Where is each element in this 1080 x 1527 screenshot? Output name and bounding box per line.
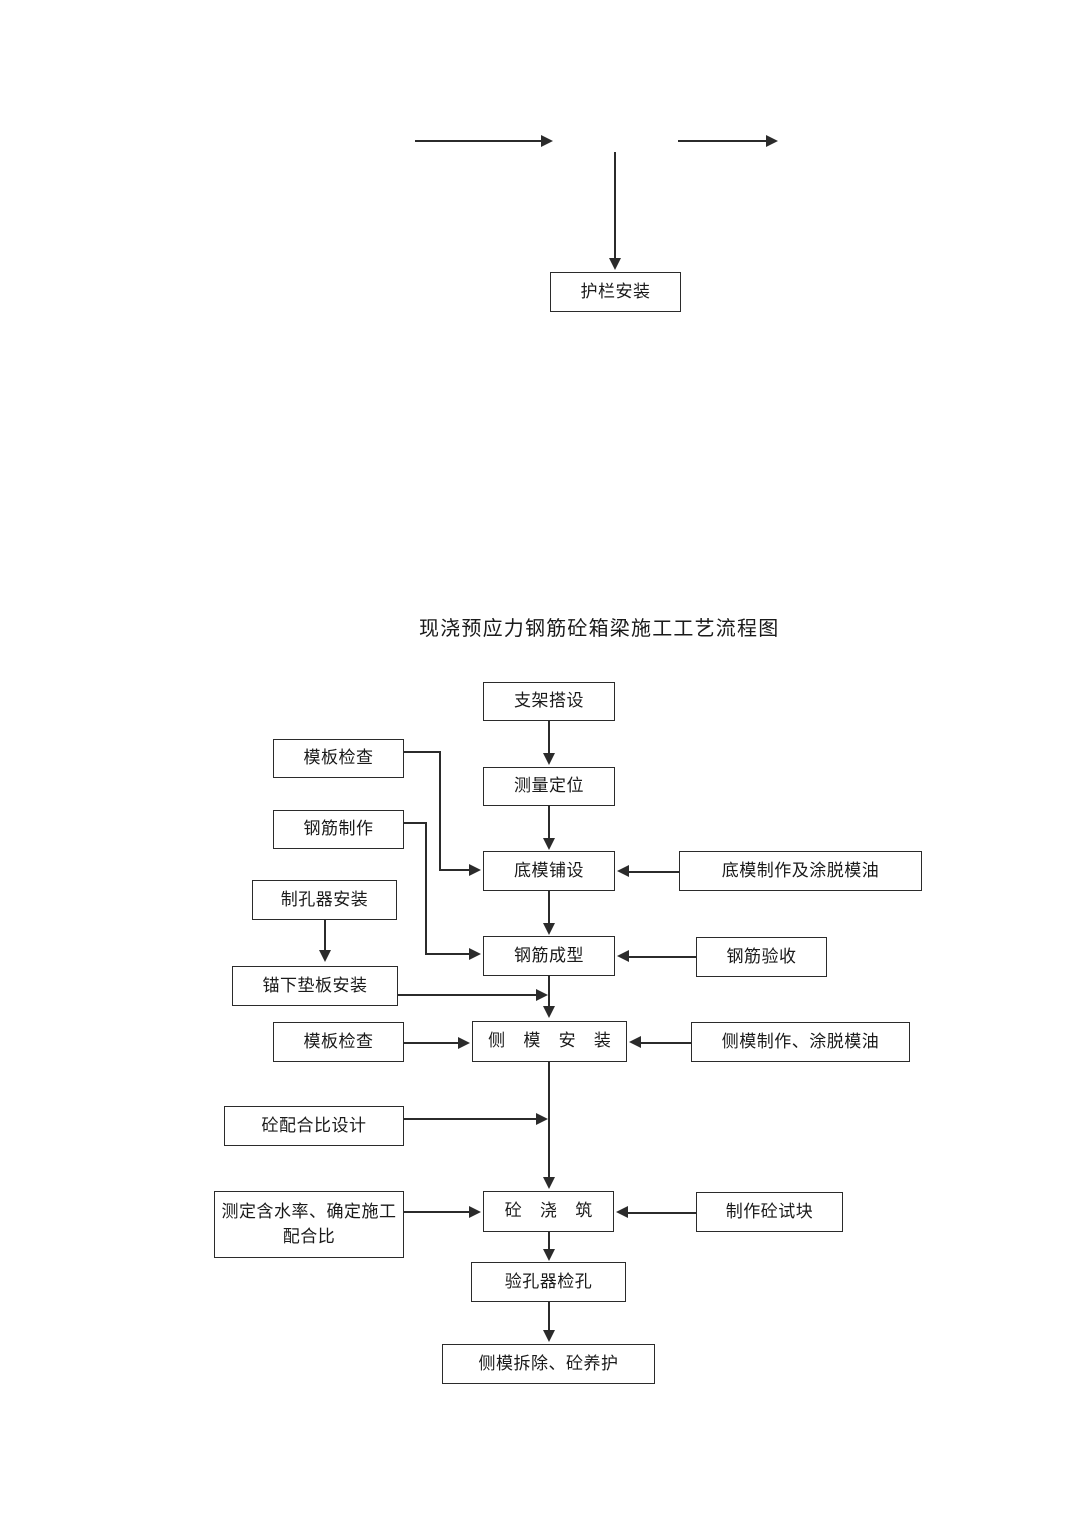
edge-pour-to-holecheck-head [542,1249,555,1261]
edge-rebarfab-seg-h1 [404,822,427,824]
edge-anchor-to-spine-head [536,989,548,1001]
edge-holecheck-to-strip-shaft [548,1302,550,1332]
node-concrete-pour[interactable]: 砼 浇 筑 [483,1191,614,1232]
edge-holeformer-to-anchor-head [318,950,331,962]
edge-moisture-to-pour-shaft [404,1211,471,1213]
node-survey-setout[interactable]: 测量定位 [483,767,615,806]
node-bottom-form-lay[interactable]: 底模铺设 [483,851,615,891]
edge-samples-shaft [628,1212,698,1214]
edge-check1-seg-v [439,751,441,870]
node-strip-and-cure[interactable]: 侧模拆除、砼养护 [442,1344,655,1384]
edge-bottomformmake-head [617,865,629,877]
top-arrow-right-shaft [678,140,770,142]
edge-survey-to-bottomform-head [542,838,555,850]
node-side-form-make[interactable]: 侧模制作、涂脱模油 [691,1022,910,1062]
edge-holecheck-to-strip-head [542,1330,555,1342]
edge-survey-to-bottomform-shaft [548,806,550,840]
node-rebar-acceptance[interactable]: 钢筋验收 [696,937,827,977]
edge-bracket-to-survey-head [542,753,555,765]
edge-rebarforming-to-sideform-head [542,1006,555,1018]
edge-mixdesign-to-spine-shaft [404,1118,538,1120]
edge-mixdesign-to-spine-head [536,1112,548,1125]
edge-rebarfab-seg-v [425,822,427,954]
edge-check1-seg-h1 [404,751,441,753]
node-side-form-install[interactable]: 侧 模 安 装 [472,1021,627,1062]
node-formwork-check-1[interactable]: 模板检查 [273,739,404,778]
top-arrow-left-head [541,134,553,147]
edge-rebaracceptance-shaft [629,956,698,958]
node-moisture-test-text: 测定含水率、确定施工配合比 [221,1201,397,1246]
page-title: 现浇预应力钢筋砼箱梁施工工艺流程图 [419,618,780,640]
edge-bottomformmake-shaft [629,871,681,873]
edge-rebarfab-head [469,948,481,960]
edge-check2-to-sideform-head [458,1036,470,1049]
edge-rebaracceptance-head [617,950,629,962]
edge-sideformmake-shaft [641,1042,693,1044]
edge-bracket-to-survey-shaft [548,721,550,755]
edge-rebarfab-seg-h2 [425,953,471,955]
top-arrow-right-head [766,134,778,147]
node-moisture-test[interactable]: 测定含水率、确定施工配合比 [214,1191,404,1258]
edge-pour-to-holecheck-shaft [548,1232,550,1251]
edge-sideformmake-head [629,1036,641,1048]
edge-samples-head [616,1206,628,1218]
node-guardrail-install[interactable]: 护栏安装 [550,272,681,312]
node-rebar-forming[interactable]: 钢筋成型 [483,936,615,976]
guardrail-inflow-shaft [614,152,616,260]
node-anchor-plate-install[interactable]: 锚下垫板安装 [232,966,398,1006]
node-formwork-check-2[interactable]: 模板检查 [273,1022,404,1062]
node-mix-design[interactable]: 砼配合比设计 [224,1106,404,1146]
edge-moisture-to-pour-head [469,1205,481,1218]
edge-bottomform-to-rebarforming-head [542,923,555,935]
edge-sideform-to-pour-head [542,1177,555,1189]
node-concrete-samples[interactable]: 制作砼试块 [696,1192,843,1232]
edge-rebarforming-to-sideform-shaft [548,976,550,1008]
node-bottom-form-make[interactable]: 底模制作及涂脱模油 [679,851,922,891]
edge-bottomform-to-rebarforming-shaft [548,891,550,925]
node-bracket-erection[interactable]: 支架搭设 [483,682,615,721]
top-arrow-left-shaft [415,140,545,142]
guardrail-inflow-head [608,258,621,270]
edge-holeformer-to-anchor-shaft [324,920,326,952]
edge-check2-to-sideform-shaft [404,1042,460,1044]
edge-sideform-to-pour-shaft [548,1062,550,1179]
edge-anchor-to-spine-shaft [398,994,538,996]
edge-check1-seg-h2 [439,869,471,871]
edge-check1-head [469,864,481,876]
node-hole-inspection[interactable]: 验孔器检孔 [471,1262,626,1302]
node-rebar-fabrication[interactable]: 钢筋制作 [273,810,404,849]
node-hole-former-install[interactable]: 制孔器安装 [252,880,397,920]
